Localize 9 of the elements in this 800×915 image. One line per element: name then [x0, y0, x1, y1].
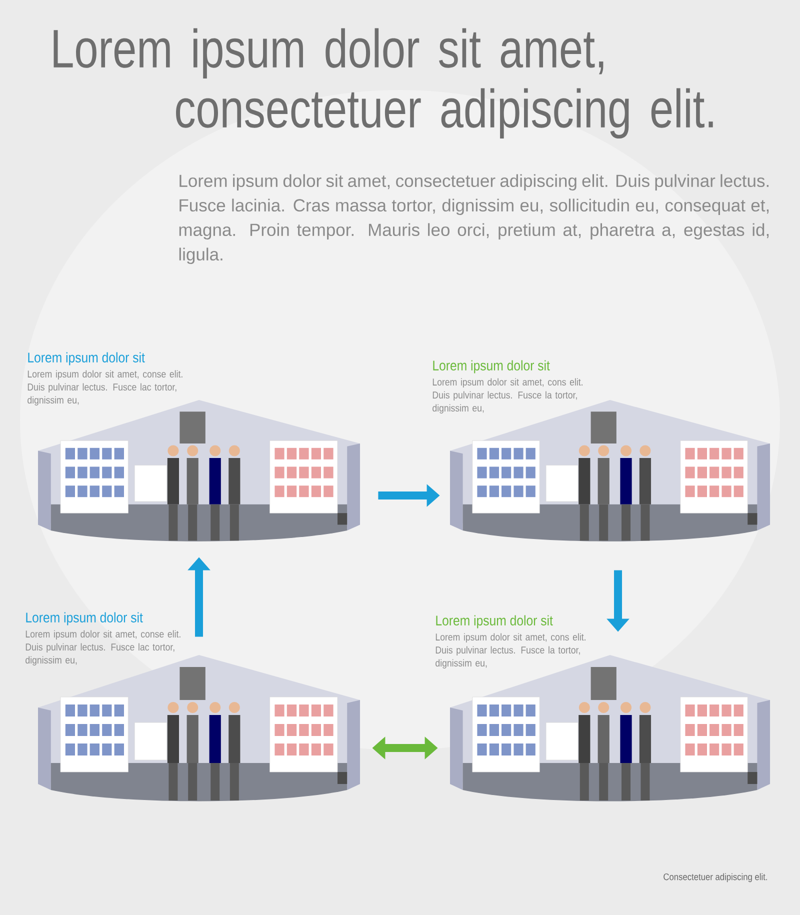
- intro-paragraph: Lorem ipsum dolor sit amet, consectetuer adipiscing elit. Duis pulvinar lectus. Fusce lacinia. Cras massa tortor, dignissim eu, sollicitudin eu, consequat et, magna. Proin tempor. Mauris leo orci, pretium at, pharetra a, egestas id, ligula.: [179, 174, 769, 264]
- tagline: Consectetuer adipiscing elit.: [664, 873, 767, 882]
- section-text: Lorem ipsum dolor sit amet, conse elit. Duis pulvinar lectus. Fusce lac tortor, dignissim eu,: [28, 370, 182, 406]
- section-heading: Lorem ipsum dolor sit: [26, 612, 143, 626]
- title: Lorem ipsum dolor sit amet, consectetuer adipiscing elit.: [54, 28, 713, 139]
- section-heading: Lorem ipsum dolor sit: [436, 615, 553, 628]
- section-text: Lorem ipsum dolor sit amet, conse elit. Duis pulvinar lectus. Fusce lac tortor, dignissim eu,: [26, 630, 180, 666]
- section-heading: Lorem ipsum dolor sit: [28, 352, 145, 366]
- section-heading: Lorem ipsum dolor sit: [433, 360, 550, 374]
